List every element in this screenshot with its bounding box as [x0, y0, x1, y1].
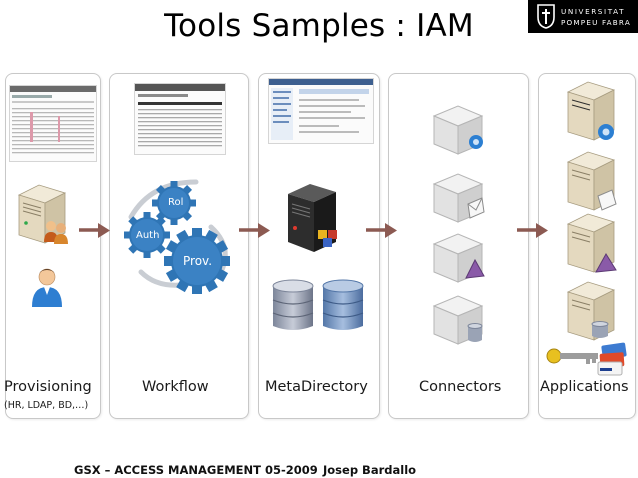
auth-gear-icon: [124, 212, 170, 258]
connector-envelope-module-icon: [432, 173, 485, 223]
connector-pyramid-module-icon: [432, 233, 485, 283]
rol-gear-icon: [152, 181, 196, 225]
university-emblem-icon: [537, 4, 555, 29]
colored-cubes-icon: [318, 230, 337, 247]
form-thumbnail-graphic: [269, 79, 373, 140]
user-person-icon: [32, 268, 62, 307]
footer-author: Josep Bardallo: [323, 463, 417, 477]
application-server-gear-icon: [566, 81, 616, 141]
provisioning-sublabel: (HR, LDAP, BD,…): [4, 400, 89, 411]
gear-label-prov: Prov.: [183, 254, 212, 268]
application-server-database-icon: [566, 281, 616, 341]
arrow-metadirectory-to-connectors-icon: [366, 223, 397, 238]
prov-gear-icon: [164, 228, 230, 294]
arrow-connectors-to-applications-icon: [517, 223, 548, 238]
metadirectory-label: MetaDirectory: [265, 379, 368, 395]
database-disk-right-icon: [322, 279, 364, 330]
applications-label: Applications: [540, 379, 629, 395]
workflow-gears-diagram: Rol Auth Prov.: [124, 179, 230, 294]
key-and-credit-cards-icon: [546, 342, 627, 376]
connector-database-module-icon: [432, 295, 484, 345]
gear-label-rol: Rol: [168, 197, 183, 208]
metadirectory-screenshot-thumbnail: [268, 78, 374, 144]
application-server-pyramid-icon: [566, 213, 617, 273]
gear-label-auth: Auth: [136, 230, 159, 241]
logo-line-2: POMPEU FABRA: [561, 18, 631, 27]
workflow-screenshot-thumbnail: [134, 83, 226, 155]
list-thumbnail-graphic: [135, 84, 225, 147]
application-server-envelope-icon: [566, 151, 617, 211]
provisioning-screenshot-thumbnail: [9, 85, 97, 162]
provisioning-server-icon: [17, 184, 67, 244]
slide-title: Tools Samples : IAM: [164, 8, 474, 44]
provisioning-label: Provisioning: [4, 379, 92, 395]
workflow-label: Workflow: [142, 379, 209, 395]
connectors-label: Connectors: [419, 379, 502, 395]
table-thumbnail-graphic: [10, 86, 96, 154]
connector-gear-module-icon: [432, 105, 484, 155]
users-group-icon: [44, 221, 68, 244]
database-disk-left-icon: [272, 279, 314, 330]
metadirectory-server-icon: [288, 184, 337, 252]
arrow-workflow-to-metadirectory-icon: [239, 223, 270, 238]
logo-line-1: UNIVERSITAT: [561, 7, 626, 16]
footer-course: GSX – ACCESS MANAGEMENT 05-2009: [74, 463, 318, 477]
arrow-provisioning-to-workflow-icon: [79, 223, 110, 238]
university-logo: UNIVERSITAT POMPEU FABRA: [528, 0, 638, 33]
